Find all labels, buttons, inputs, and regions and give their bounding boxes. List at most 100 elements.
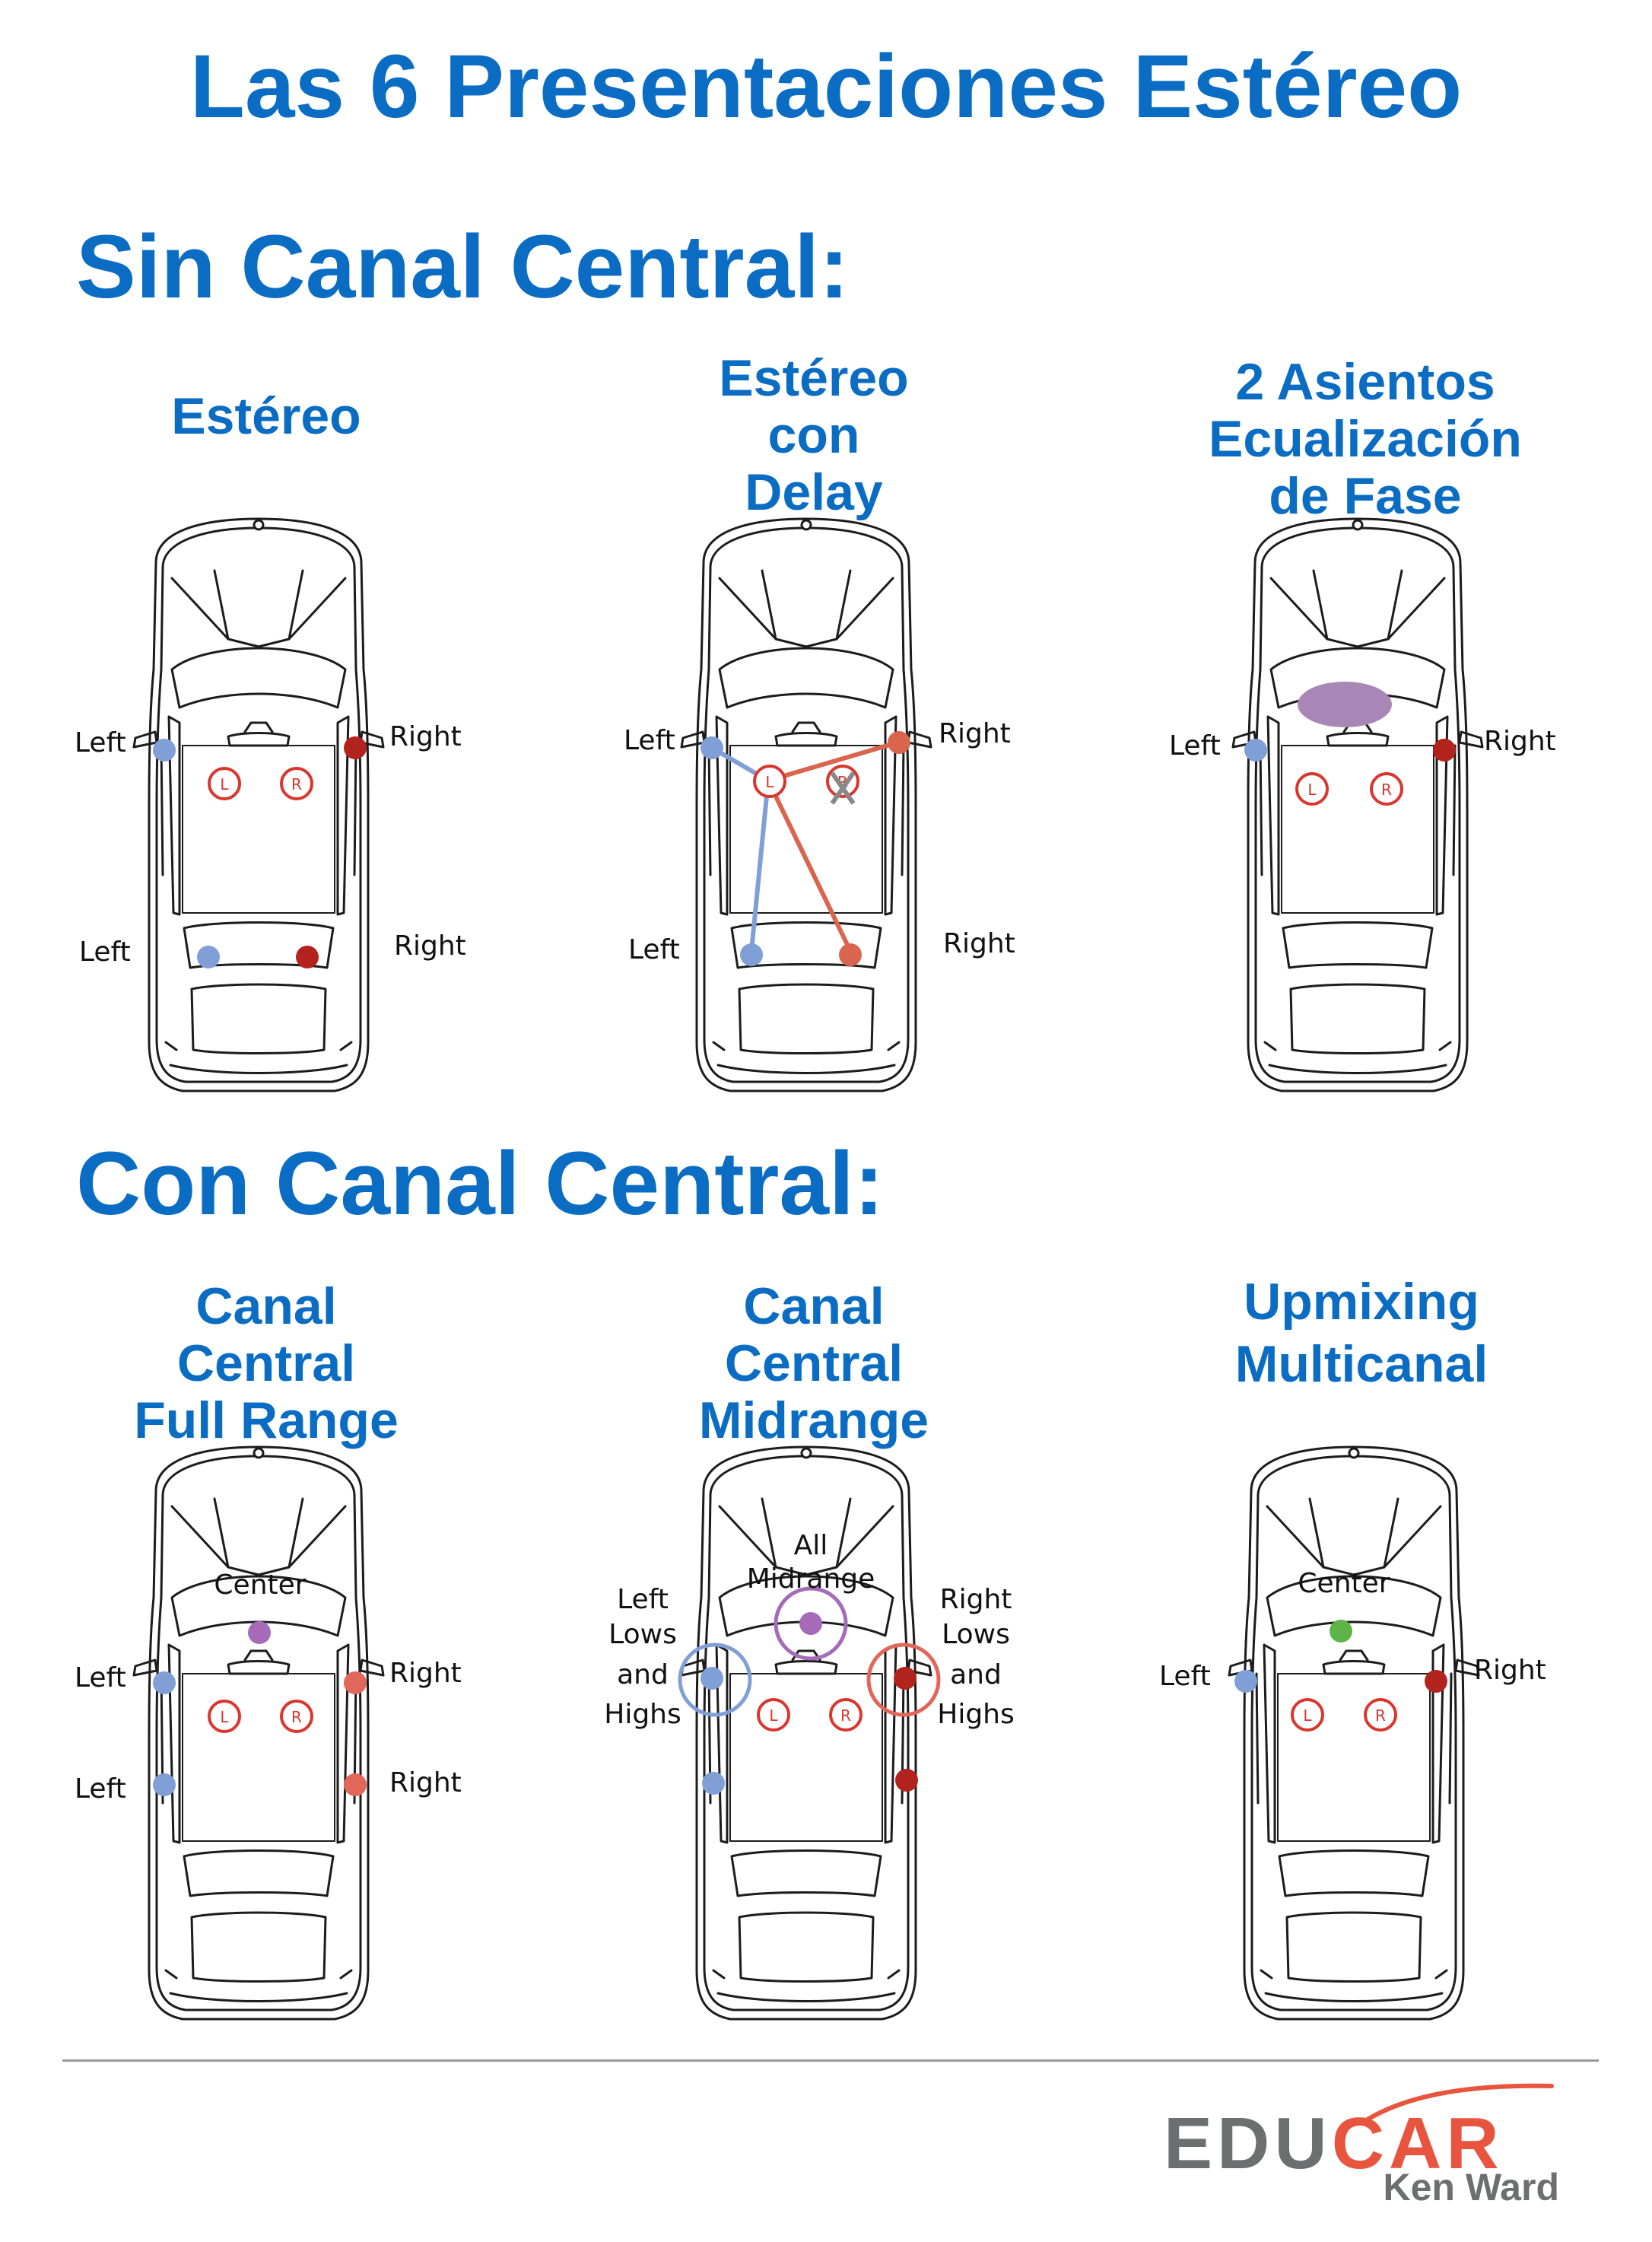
speaker-front-right-icon: [894, 1667, 917, 1690]
panel-title: Estéreo con Delay: [548, 350, 1080, 521]
label-front-right: Right: [389, 721, 462, 752]
label-rear-left: Left: [79, 937, 131, 968]
speaker-front-right-icon: [1425, 1670, 1447, 1693]
seat-right-icon: [829, 1698, 863, 1732]
speaker-front-left-icon: [153, 1671, 176, 1694]
speaker-rear-left-icon: [197, 946, 220, 968]
car-diagram: L R Left Right: [1169, 517, 1556, 1092]
speaker-rear-right-icon: [839, 943, 862, 966]
panel-title-line: Upmixing: [1244, 1273, 1479, 1331]
panel-upmixing: Upmixing Multicanal L R Center Left Righ…: [1095, 1270, 1628, 2206]
panel-title-line: con: [767, 406, 860, 464]
seat-left-letter: L: [1303, 1706, 1312, 1725]
label-left-line: Highs: [604, 1699, 681, 1730]
speaker-front-right-icon: [1433, 739, 1456, 762]
label-center: Center: [214, 1569, 306, 1601]
seat-left-icon: [757, 1698, 790, 1732]
left-zone-ring-icon: [678, 1643, 752, 1717]
label-left-line: and: [617, 1659, 669, 1690]
label-front-left: Left: [1169, 730, 1221, 762]
speaker-center-icon: [799, 1612, 822, 1635]
section-heading-with-center: Con Canal Central:: [76, 1134, 885, 1234]
divider-line: [62, 2059, 1599, 2062]
speaker-mid-left-icon: [702, 1772, 725, 1795]
label-center-line: All: [794, 1530, 828, 1561]
seat-left-letter: L: [1307, 781, 1317, 799]
cross-mark-icon: [830, 771, 856, 805]
label-rear-right: Right: [394, 930, 466, 962]
label-mid-left: Left: [75, 1773, 126, 1805]
speaker-center-icon: [1330, 1620, 1352, 1643]
speaker-front-left-icon: [1234, 1670, 1257, 1693]
panel-title-line: Estéreo: [719, 349, 909, 407]
panel-title-line: 2 Asientos: [1235, 353, 1495, 411]
speaker-front-left-icon: [1244, 739, 1267, 762]
seat-left-icon: [753, 765, 786, 798]
car-diagram: L R All Midrange Left Lows and Highs Rig…: [604, 1445, 1015, 2021]
panel-title-line: Multicanal: [1234, 1335, 1488, 1393]
label-left-line: Lows: [608, 1619, 677, 1650]
logo-word-car: CAR: [1331, 2103, 1504, 2184]
seat-right-letter: R: [840, 1706, 851, 1725]
speaker-front-right-icon: [888, 731, 910, 754]
speaker-rear-left-icon: [740, 943, 763, 966]
seat-right-icon: [1364, 1698, 1397, 1732]
seat-right-letter: R: [1381, 781, 1392, 799]
seat-left-letter: L: [220, 1708, 229, 1726]
section-heading-without-center: Sin Canal Central:: [76, 217, 850, 317]
label-front-right: Right: [939, 718, 1011, 749]
speaker-front-right-icon: [344, 736, 367, 759]
label-right-line: Highs: [937, 1699, 1015, 1730]
panel-two-seats: 2 Asientos Ecualización de Fase L R Left…: [1099, 342, 1631, 1278]
panel-title: 2 Asientos Ecualización de Fase: [1099, 354, 1631, 525]
panel-center-full-range: Canal Central Full Range L R Center Left…: [0, 1270, 532, 2206]
label-rear-right: Right: [943, 928, 1015, 959]
seat-right-icon: [280, 1700, 313, 1733]
seat-left-letter: L: [220, 775, 229, 793]
phase-zone-icon: [1298, 682, 1392, 727]
panel-center-midrange: Canal Central Midrange L R All Midrange …: [548, 1270, 1080, 2206]
label-right-line: Lows: [942, 1619, 1010, 1650]
speaker-front-right-icon: [344, 1671, 367, 1694]
speaker-rear-right-icon: [296, 946, 319, 968]
label-front-left: Left: [624, 725, 675, 756]
panel-title-line: Central: [176, 1334, 356, 1392]
midrange-zone-ring-icon: [774, 1586, 848, 1661]
page-title: Las 6 Presentaciones Estéreo: [189, 37, 1463, 137]
label-mid-right: Right: [389, 1767, 462, 1798]
label-front-right: Right: [1484, 726, 1556, 757]
speaker-front-left-icon: [701, 736, 723, 759]
panel-title: Estéreo: [0, 388, 532, 445]
speaker-center-icon: [248, 1621, 271, 1644]
car-diagram: L R Left Right Left Right: [624, 517, 1015, 1092]
delay-line-rear-right: [766, 779, 853, 952]
speaker-mid-right-icon: [895, 1769, 918, 1792]
delay-line-right: [767, 740, 898, 783]
logo-subtitle: Ken Ward: [1383, 2166, 1560, 2209]
seat-right-letter: R: [1375, 1706, 1386, 1725]
label-front-left: Left: [75, 1662, 126, 1693]
label-right-line: Right: [940, 1584, 1012, 1615]
seat-left-icon: [1291, 1698, 1324, 1732]
label-right-line: and: [950, 1659, 1002, 1690]
label-front-right: Right: [1474, 1655, 1546, 1686]
label-front-right: Right: [389, 1658, 462, 1689]
logo-wordmark: EDUCAR: [1164, 2107, 1504, 2180]
label-center-line: Midrange: [747, 1563, 875, 1595]
label-front-left: Left: [1159, 1661, 1211, 1692]
panel-title-line: Ecualización: [1209, 410, 1522, 468]
seat-left-icon: [1295, 772, 1329, 806]
panel-title-line: Midrange: [698, 1391, 929, 1449]
speaker-mid-right-icon: [344, 1773, 367, 1796]
panel-title-line: Full Range: [134, 1391, 399, 1449]
panel-stereo-delay: Estéreo con Delay L R Left Right Left Ri…: [548, 342, 1080, 1278]
panel-title: Upmixing Multicanal: [1095, 1270, 1628, 1395]
seat-left-icon: [208, 767, 241, 800]
right-zone-ring-icon: [866, 1643, 941, 1717]
panel-stereo: Estéreo L R Left Right Left Right: [0, 342, 532, 1278]
car-diagram: L R Left Right Left Right: [75, 517, 466, 1092]
speaker-front-left-icon: [153, 739, 176, 762]
seat-right-icon: [280, 767, 313, 800]
seat-right-letter: R: [291, 775, 302, 793]
seat-left-letter: L: [765, 773, 774, 791]
